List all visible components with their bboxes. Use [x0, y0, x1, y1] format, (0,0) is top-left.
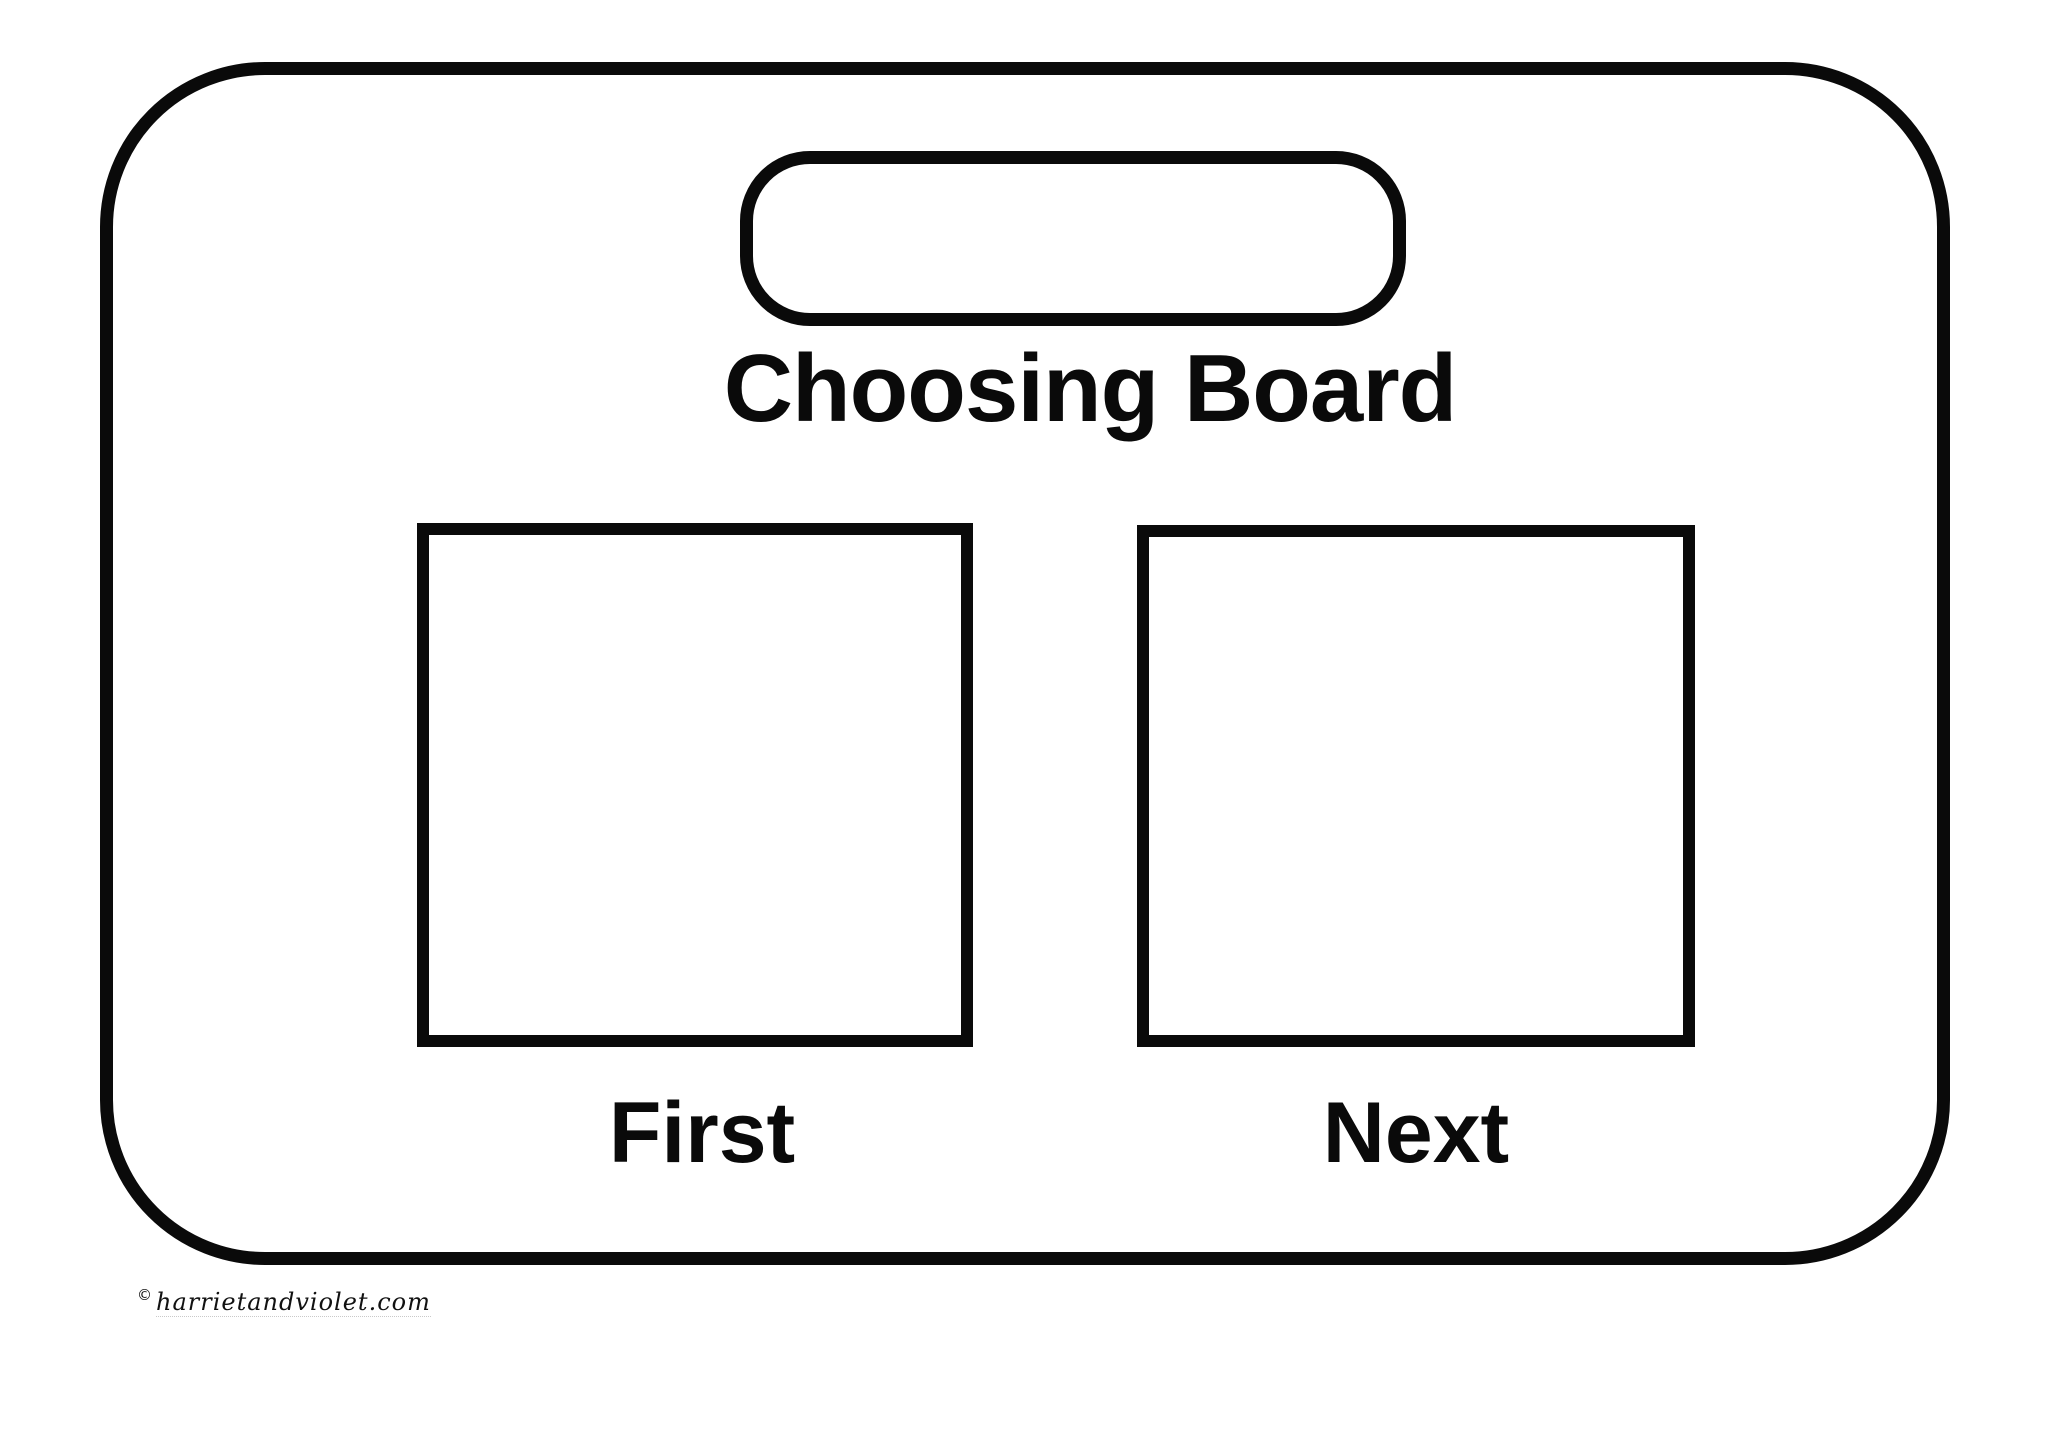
name-box	[740, 151, 1406, 326]
slot-label-next: Next	[1322, 1085, 1510, 1181]
choice-box-first	[417, 523, 973, 1047]
slot-label-first: First	[608, 1085, 796, 1181]
copyright-symbol: ©	[137, 1286, 152, 1304]
page-title: Choosing Board	[723, 335, 1458, 442]
choice-box-next	[1137, 525, 1695, 1047]
watermark: ©harrietandviolet.com	[137, 1286, 431, 1317]
watermark-text: harrietandviolet.com	[156, 1288, 431, 1317]
